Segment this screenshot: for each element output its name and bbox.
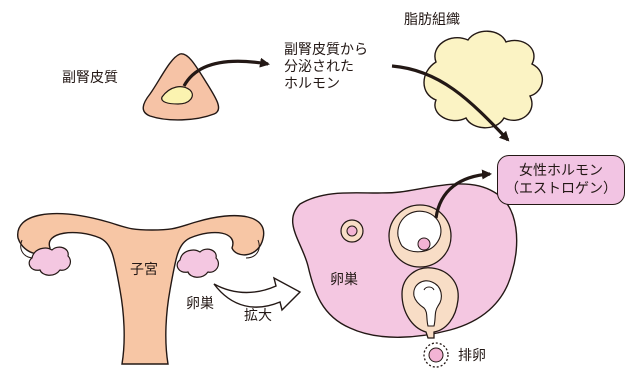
label-adrenal-hormone-line-2: 分泌された [284, 59, 368, 76]
label-adrenal-hormone-line-3: ホルモン [284, 76, 368, 93]
label-adrenal-hormone: 副腎皮質から 分泌された ホルモン [284, 42, 368, 93]
label-enlarge: 拡大 [244, 308, 272, 325]
label-adipose-tissue: 脂肪組織 [404, 12, 460, 29]
label-uterus: 子宮 [130, 262, 158, 279]
female-hormone-line-2: （エストロゲン） [505, 180, 617, 198]
enlarge-arrow [214, 278, 300, 310]
label-adrenal-cortex: 副腎皮質 [62, 70, 118, 87]
left-ovary-small [29, 247, 70, 275]
female-hormone-box: 女性ホルモン （エストロゲン） [497, 155, 625, 205]
label-adrenal-hormone-line-1: 副腎皮質から [284, 42, 368, 59]
label-ovary-large: 卵巣 [330, 272, 358, 289]
right-ovary-small [177, 249, 218, 277]
ovary-enlarged [293, 184, 517, 338]
female-hormone-line-1: 女性ホルモン [519, 162, 603, 180]
label-ovary-small: 卵巣 [186, 296, 214, 313]
label-ovulation: 排卵 [458, 348, 486, 365]
adrenal-gland [143, 54, 218, 120]
ovulated-egg [424, 343, 448, 367]
